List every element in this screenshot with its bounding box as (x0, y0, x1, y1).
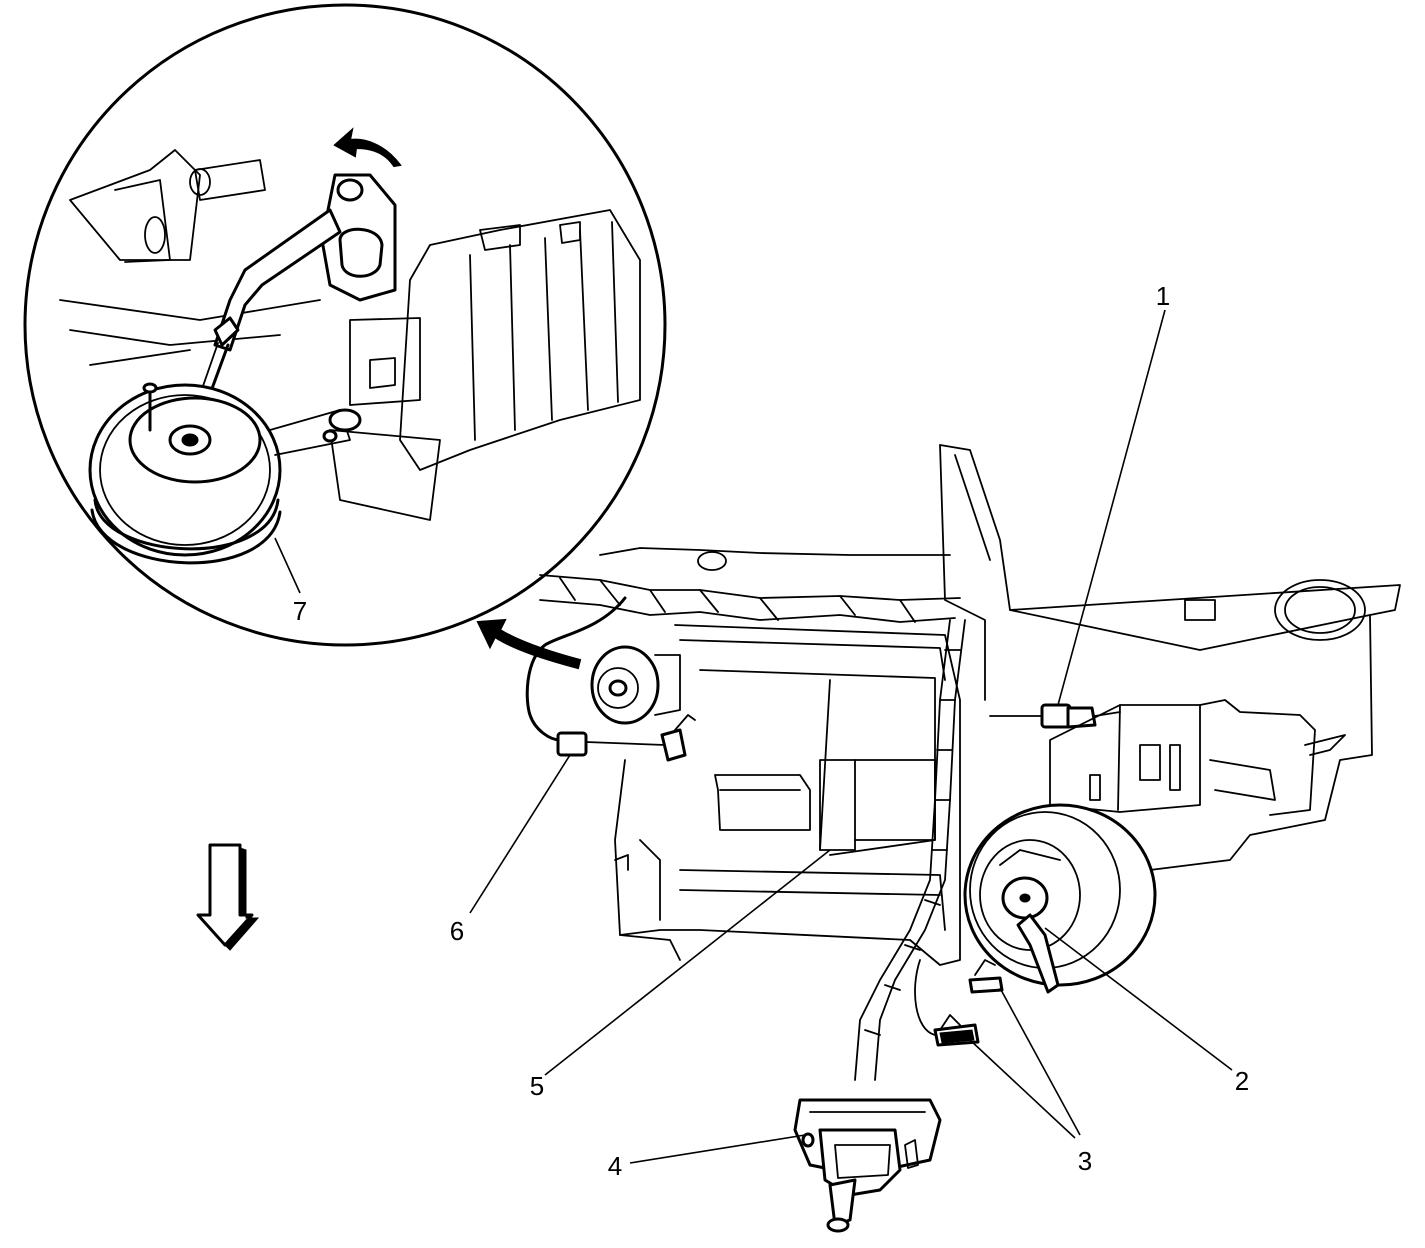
grommet (793, 1098, 942, 1233)
main-view: 1 2 3 4 5 6 (196, 281, 1401, 1233)
curved-arrow-icon (333, 127, 402, 168)
detail-circle (23, 3, 667, 647)
main-vacuum-actuator (590, 645, 681, 725)
callout-1-leader (1057, 309, 1166, 706)
curved-arrow-icon (476, 618, 582, 670)
clips (933, 959, 1004, 1047)
callout-3-leader-a (999, 987, 1081, 1136)
callout-2-leader (1044, 927, 1233, 1071)
callout-2-label: 2 (1235, 1066, 1249, 1096)
detail-view: 7 (23, 3, 667, 647)
callout-3-leader-b (969, 1039, 1076, 1139)
blower-motor (963, 803, 1157, 994)
callout-1-label: 1 (1156, 281, 1170, 311)
callout-6-leader (469, 754, 571, 914)
callout-7-label: 7 (293, 596, 307, 626)
detail-background-structure (59, 149, 321, 366)
lower-harness (854, 619, 966, 1081)
control-module-bracket (1049, 699, 1346, 816)
callout-4-label: 4 (608, 1151, 622, 1181)
callout-4-leader (629, 1134, 806, 1164)
callout-7-leader (274, 537, 301, 594)
callout-5-leader (544, 849, 831, 1076)
dash-harness (539, 547, 961, 623)
firewall-panel (939, 444, 1401, 871)
connector-6 (556, 714, 696, 762)
connector-1 (989, 703, 1121, 729)
callout-5-label: 5 (530, 1071, 544, 1101)
callout-6-label: 6 (450, 916, 464, 946)
vacuum-actuator (88, 382, 362, 565)
callout-3-label: 3 (1078, 1146, 1092, 1176)
detail-duct-housing (329, 209, 641, 521)
hvac-module-housing (614, 624, 961, 966)
detail-actuator-lever (213, 173, 397, 352)
